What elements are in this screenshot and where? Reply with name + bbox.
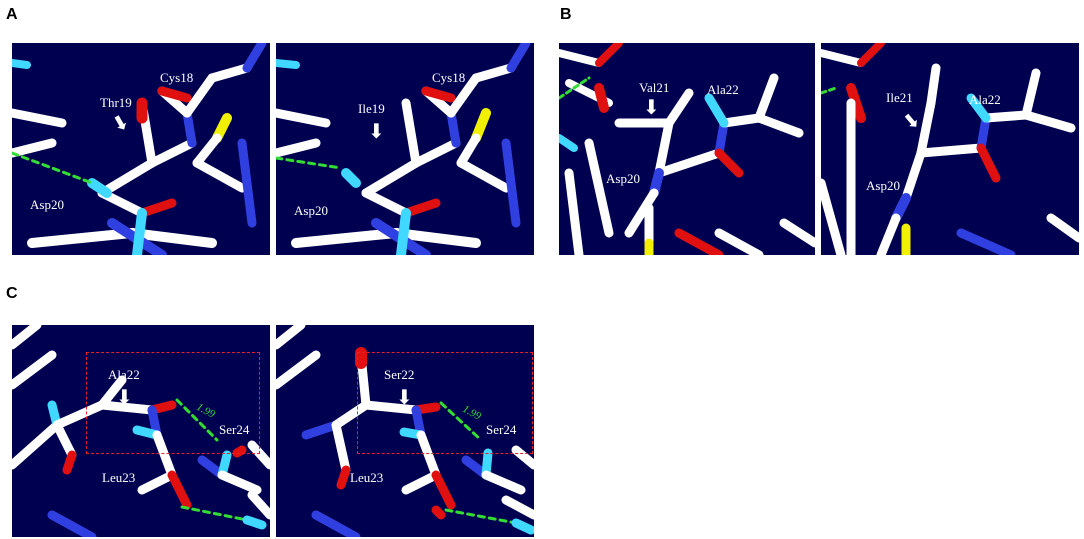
arrow-icon: ⬇ [396, 385, 413, 409]
residue-label: Cys18 [432, 70, 466, 85]
residue-label: Ala22 [969, 92, 1001, 107]
arrow-icon: ⬇ [368, 119, 385, 143]
residue-label: Ala22 [108, 367, 140, 382]
arrow-icon: ⬇ [116, 385, 133, 409]
panel-c-left-image: Ala22 Ser24 Leu23 1.99 ⬇ [12, 325, 270, 537]
residue-label: Ser24 [219, 422, 250, 437]
panel-letter-c: C [6, 285, 18, 302]
residue-label: Asp20 [606, 171, 640, 186]
residue-label: Ile21 [886, 90, 913, 105]
molecule-render [559, 43, 815, 255]
residue-label: Ser24 [486, 422, 517, 437]
residue-label: Asp20 [30, 197, 64, 212]
residue-label: Leu23 [350, 470, 384, 485]
residue-label: Ala22 [707, 82, 739, 97]
panel-a-right-image: Cys18 Ile19 Asp20 ⬇ [276, 43, 534, 255]
molecule-render [821, 43, 1079, 255]
panel-c-right-image: Ser22 Ser24 Leu23 1.99 ⬇ [276, 325, 534, 537]
panel-b-left-image: Val21 Ala22 Asp20 ⬇ [559, 43, 815, 255]
residue-label: Ser22 [384, 367, 415, 382]
arrow-icon: ⬇ [643, 95, 660, 119]
residue-label: Cys18 [160, 70, 194, 85]
molecule-render [276, 325, 534, 537]
residue-label: Leu23 [102, 470, 136, 485]
molecule-render [12, 43, 267, 255]
residue-label: Thr19 [100, 95, 132, 110]
molecule-render [12, 325, 270, 537]
highlight-box [86, 352, 260, 454]
highlight-box [357, 352, 533, 454]
residue-label: Asp20 [866, 178, 900, 193]
residue-label: Val21 [639, 80, 670, 95]
panel-a-left-image: Cys18 Thr19 Asp20 ⬇ [12, 43, 270, 255]
residue-label: Ile19 [358, 101, 385, 116]
molecule-render [276, 43, 531, 255]
panel-b-right-image: Ile21 Ala22 Asp20 ⬇ [821, 43, 1079, 255]
panel-letter-b: B [560, 6, 572, 23]
residue-label: Asp20 [294, 203, 328, 218]
panel-letter-a: A [6, 6, 18, 23]
